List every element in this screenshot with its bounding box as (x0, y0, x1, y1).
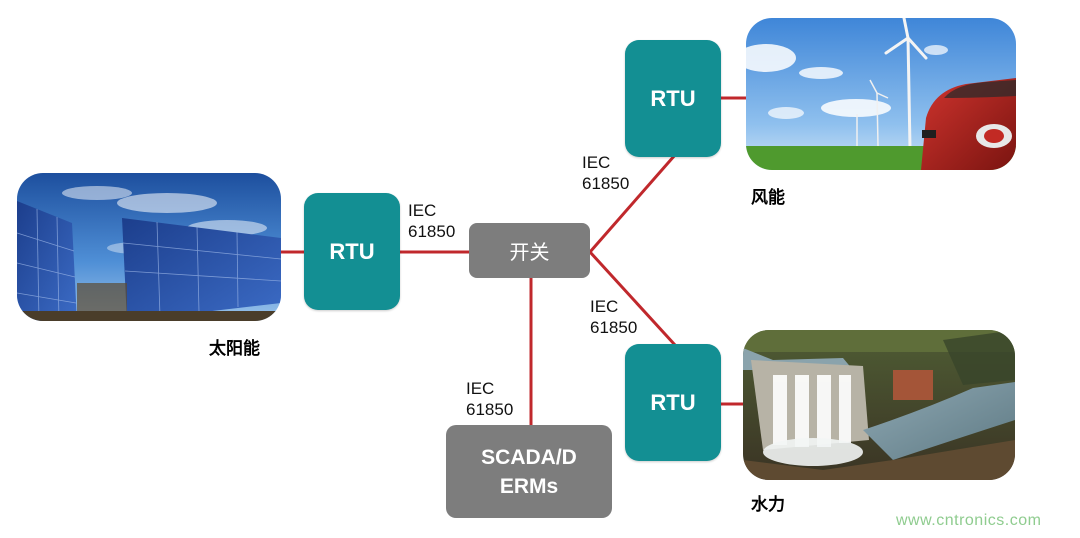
protocol-label-switch-wind: IEC 61850 (582, 152, 629, 194)
protocol-name: IEC (590, 297, 619, 316)
scada-label-line2: ERMs (499, 474, 559, 498)
rtu-solar-label: RTU (329, 238, 375, 264)
protocol-label-switch-scada: IEC 61850 (466, 378, 513, 420)
scada-derms-node[interactable]: SCADA/D ERMs (446, 425, 612, 518)
switch-label: 开关 (509, 242, 550, 264)
hydro-dam-image (743, 330, 1015, 480)
caption-solar: 太阳能 (209, 339, 260, 358)
protocol-name: IEC (408, 201, 437, 220)
link-switch-wind-rtu (588, 154, 677, 253)
watermark-text: www.cntronics.com (896, 512, 1042, 529)
protocol-label-switch-hydro: IEC 61850 (590, 296, 637, 338)
wind-turbine-image (746, 18, 1016, 170)
switch-node[interactable]: 开关 (469, 223, 590, 278)
protocol-number: 61850 (408, 222, 456, 241)
protocol-name: IEC (466, 379, 495, 398)
solar-panel-image (17, 173, 281, 321)
rtu-solar[interactable]: RTU (304, 193, 400, 310)
caption-hydro: 水力 (751, 495, 785, 514)
protocol-number: 61850 (466, 400, 514, 419)
protocol-number: 61850 (590, 318, 638, 337)
rtu-hydro[interactable]: RTU (625, 344, 721, 461)
scada-label-line1: SCADA/D (481, 445, 577, 469)
protocol-name: IEC (582, 153, 611, 172)
rtu-hydro-label: RTU (650, 389, 696, 415)
rtu-wind-label: RTU (650, 85, 696, 111)
protocol-label-solar-switch: IEC 61850 (408, 200, 455, 242)
protocol-number: 61850 (582, 174, 630, 193)
link-switch-hydro-rtu (588, 250, 677, 347)
caption-wind: 风能 (751, 188, 785, 207)
rtu-wind[interactable]: RTU (625, 40, 721, 157)
